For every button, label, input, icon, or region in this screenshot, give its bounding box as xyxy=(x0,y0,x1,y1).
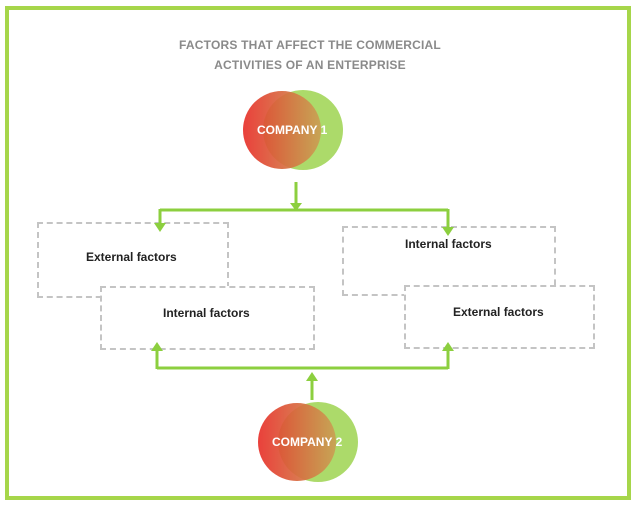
arrow-to-company-1-external xyxy=(154,223,166,232)
label-company-1-external: External factors xyxy=(86,250,177,264)
diagram-title-line-1: FACTORS THAT AFFECT THE COMMERCIAL xyxy=(179,38,441,52)
diagram-title-line-2: ACTIVITIES OF AN ENTERPRISE xyxy=(214,58,406,72)
label-company-2-internal: Internal factors xyxy=(405,237,492,251)
label-company-2-external: External factors xyxy=(453,305,544,319)
company-2-label: COMPANY 2 xyxy=(272,435,343,449)
arrow-to-split xyxy=(290,203,302,211)
company-1-red-circle xyxy=(243,91,321,169)
label-company-1-internal: Internal factors xyxy=(163,306,250,320)
company-1-label: COMPANY 1 xyxy=(257,123,328,137)
arrow-to-company-2-external xyxy=(442,342,454,351)
company-2-red-circle xyxy=(258,403,336,481)
box-company-2-external xyxy=(404,285,595,349)
arrow-to-company-1-internal xyxy=(151,342,163,351)
arrow-to-company-2-internal xyxy=(442,227,454,236)
box-company-1-internal xyxy=(100,286,315,350)
arrow-up-from-company-2 xyxy=(306,372,318,381)
